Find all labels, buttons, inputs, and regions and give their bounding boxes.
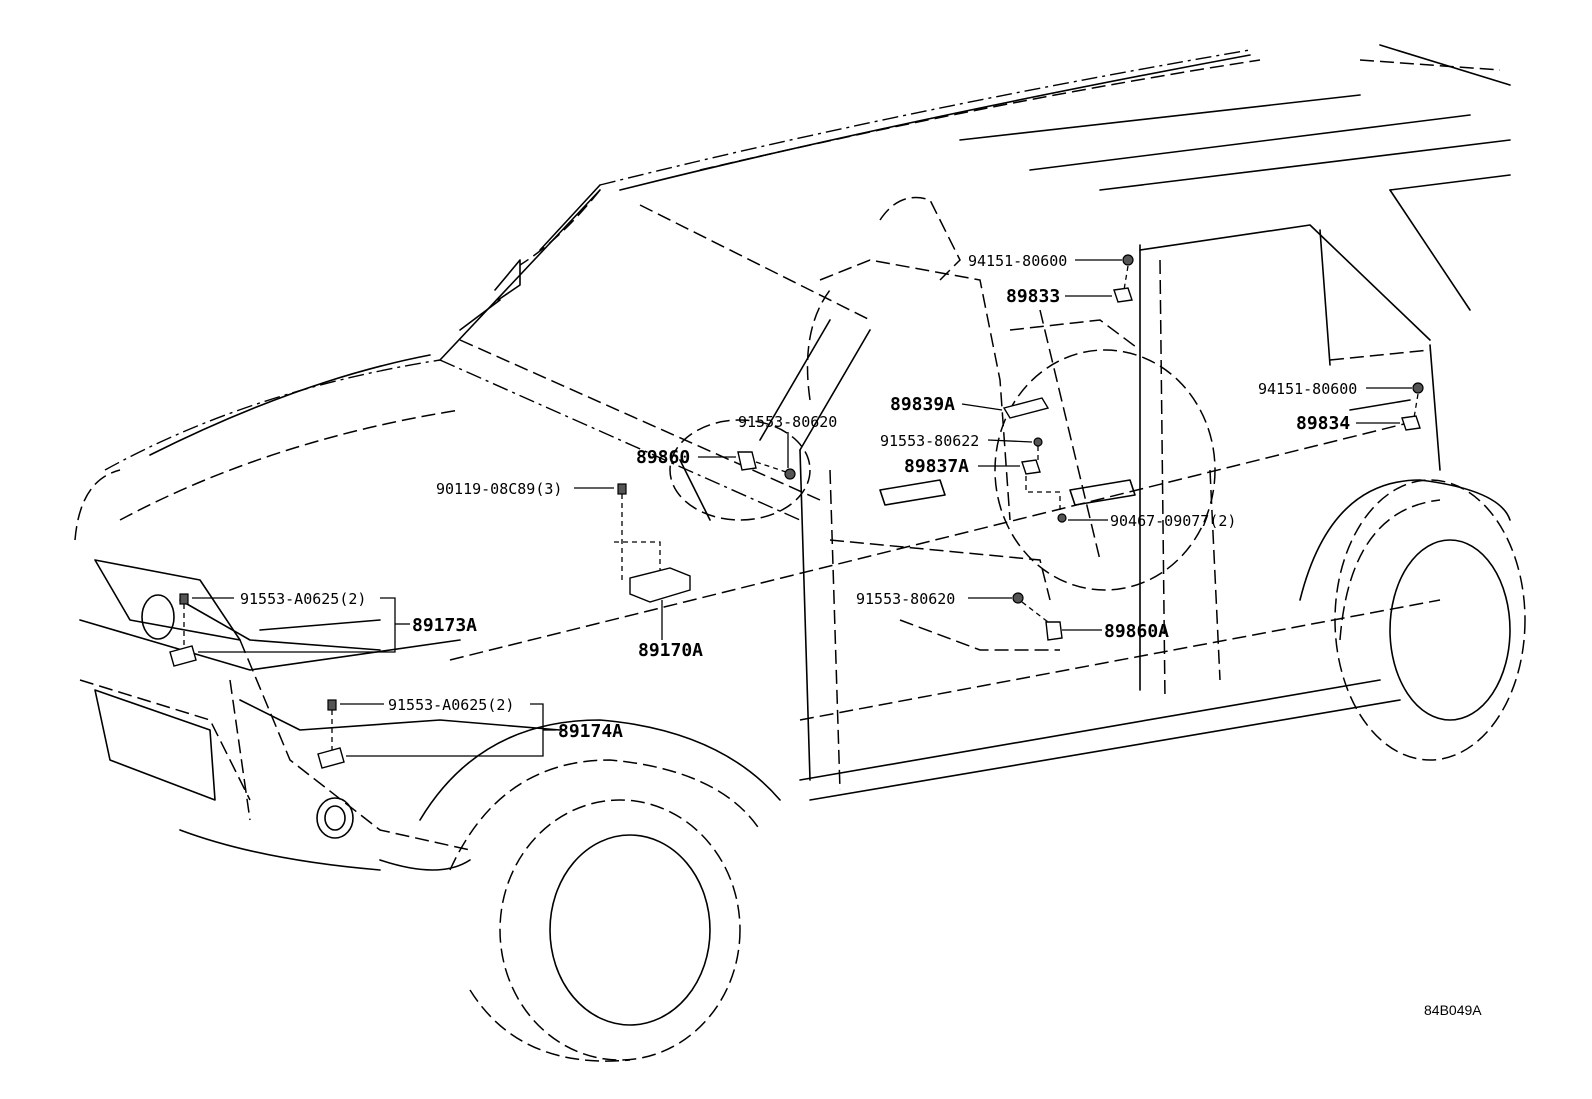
bolt-91553-80620-b [1012, 592, 1024, 604]
label-91553-80620-b: 91553-80620 [856, 590, 955, 608]
sensor-89174A [317, 747, 345, 769]
bolt-90119-08C89 [617, 483, 627, 495]
clip-90467-09077 [1057, 513, 1067, 523]
label-89837A: 89837A [904, 456, 969, 477]
label-91553-A0625-a: 91553-A0625(2) [240, 590, 366, 608]
bracket-89839A [1002, 397, 1050, 419]
sensor-89834 [1401, 415, 1421, 431]
label-90119-08C89: 90119-08C89(3) [436, 480, 562, 498]
sensor-89173A [169, 645, 197, 667]
sensor-89860 [737, 451, 757, 471]
label-91553-80620-a: 91553-80620 [738, 413, 837, 431]
label-89834: 89834 [1296, 413, 1350, 434]
sensor-89837A [1021, 459, 1041, 475]
bolt-91553-80622 [1033, 437, 1043, 447]
bolt-91553-A0625-a [179, 593, 189, 605]
label-89170A: 89170A [638, 640, 703, 661]
label-89839A: 89839A [890, 394, 955, 415]
label-91553-80622: 91553-80622 [880, 432, 979, 450]
label-94151-80600-a: 94151-80600 [968, 252, 1067, 270]
nut-94151-80600-b [1412, 382, 1424, 394]
sensor-89860A [1045, 621, 1063, 641]
leader-lines [183, 259, 1419, 757]
part-shapes [169, 254, 1424, 769]
label-89860A: 89860A [1104, 621, 1169, 642]
vehicle-outline [74, 44, 1526, 1062]
airbag-ecu-89170A [629, 567, 691, 603]
label-89833: 89833 [1006, 286, 1060, 307]
label-89174A: 89174A [558, 721, 623, 742]
nut-94151-80600-a [1122, 254, 1134, 266]
bolt-91553-A0625-b [327, 699, 337, 711]
label-94151-80600-b: 94151-80600 [1258, 380, 1357, 398]
diagram-code: 84B049A [1424, 1002, 1482, 1018]
label-89173A: 89173A [412, 615, 477, 636]
part-labels: 94151-80600 89833 94151-80600 89834 8983… [240, 252, 1482, 1018]
label-91553-A0625-b: 91553-A0625(2) [388, 696, 514, 714]
bolt-91553-80620-a [784, 468, 796, 480]
sensor-89833 [1113, 287, 1133, 303]
label-89860: 89860 [636, 447, 690, 468]
label-90467-09077: 90467-09077(2) [1110, 512, 1236, 530]
